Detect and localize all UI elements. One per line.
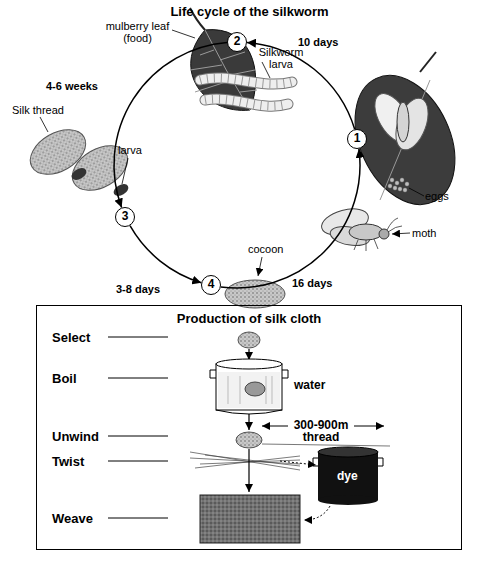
duration-label: 16 days: [292, 277, 332, 290]
figure-label: eggs: [425, 190, 449, 202]
silk-process: [216, 359, 282, 369]
figure-label: moth: [412, 227, 436, 239]
moth: [387, 218, 402, 232]
figure-label: cocoon: [248, 243, 283, 255]
cocoon: [258, 257, 262, 276]
egg-leaf: [390, 178, 394, 182]
silk-process: [318, 452, 378, 500]
figure-label: mulberry leaf (food): [100, 20, 175, 44]
egg-leaf: [398, 187, 402, 191]
silk-cocoons: [112, 182, 131, 199]
callout-number: 4: [201, 275, 221, 295]
egg-leaf: [388, 178, 409, 192]
callout-number: 3: [115, 207, 135, 227]
node-heading: 1: [354, 131, 361, 145]
egg-leaf: [393, 186, 397, 190]
silk-process: [248, 449, 249, 492]
silk-process: [313, 458, 383, 466]
egg-leaf: [403, 188, 407, 192]
silk-process: [318, 495, 378, 505]
figure-label: water: [294, 379, 325, 391]
figure-label: dye: [337, 470, 358, 482]
silkworm-larva: [205, 99, 288, 106]
egg-leaf: [400, 178, 404, 182]
egg-leaf: [409, 188, 424, 196]
moth: [392, 233, 410, 234]
silk-process: [190, 332, 390, 543]
silk-process: [216, 410, 282, 414]
silk-cocoons: [23, 121, 94, 184]
silk-process: [280, 461, 316, 465]
silkworm-larva: [200, 78, 292, 84]
figure-label: Twist: [52, 454, 84, 469]
cycle-arrow: [130, 226, 201, 283]
silk-process: [262, 444, 390, 446]
silk-process: [216, 364, 282, 410]
figure-label: Boil: [52, 371, 77, 386]
silkworm-larva: [200, 78, 292, 84]
node-heading: Production of silk cloth: [37, 311, 461, 326]
silkworm-larva: [205, 99, 288, 106]
moth: [319, 204, 410, 251]
step-leaders: [108, 337, 168, 518]
egg-leaf: [388, 184, 392, 188]
silk-process: [248, 349, 249, 360]
mulberry-leaf: [172, 30, 195, 38]
node-heading: 2: [234, 34, 241, 48]
silk-process: [262, 426, 288, 427]
egg-leaf: [420, 52, 436, 72]
figure-label: Silkworm larva: [252, 46, 310, 70]
process-box: Production of silk cloth: [36, 305, 462, 550]
cycle-arrow: [247, 42, 355, 129]
silk-process: [190, 452, 300, 470]
figure-label: Select: [52, 330, 90, 345]
diagram-title: Life cycle of the silkworm: [0, 4, 499, 19]
duration-label: 4-6 weeks: [46, 80, 98, 93]
cycle-arrow: [114, 42, 227, 207]
silkworm-larva: [200, 78, 292, 84]
figure-label: Weave: [52, 511, 93, 526]
figure-label: Silk thread: [12, 104, 64, 116]
silk-process: [248, 414, 249, 430]
moth: [379, 229, 389, 239]
egg-leaf: [397, 102, 409, 142]
step-leaders: [108, 337, 168, 518]
silk-cocoons: [122, 158, 128, 184]
silk-process: [210, 370, 288, 378]
silk-process: [238, 332, 260, 348]
silk-process: [245, 382, 265, 396]
silk-process: [236, 432, 262, 448]
duration-label: 10 days: [298, 36, 338, 49]
moth: [349, 224, 383, 240]
silk-process: [228, 376, 272, 404]
callout-number: 2: [227, 32, 247, 52]
silkworm-larva: [205, 99, 288, 106]
node-heading: 3: [122, 209, 129, 223]
cycle-arrow: [221, 149, 360, 288]
egg-leaf: [405, 182, 409, 186]
silk-process: [318, 447, 378, 457]
silkworm-larva: [262, 62, 270, 78]
figure-label: larva: [118, 144, 142, 156]
cocoon: [225, 280, 285, 308]
cocoon: [225, 257, 285, 308]
callout-number: 1: [347, 129, 367, 149]
egg-leaf: [395, 181, 399, 185]
duration-label: 3-8 days: [116, 283, 160, 296]
silk-process: [304, 506, 330, 520]
figure-label: Unwind: [52, 429, 99, 444]
egg-leaf: [390, 94, 435, 154]
silk-process: [200, 495, 300, 543]
figure-label: 300-900m thread: [289, 419, 353, 443]
silk-process: [218, 372, 280, 408]
silk-cocoons: [40, 117, 48, 132]
node-heading: 4: [208, 277, 215, 291]
silk-process: [354, 426, 384, 427]
moth: [354, 239, 378, 251]
silk-cocoons: [70, 166, 89, 183]
